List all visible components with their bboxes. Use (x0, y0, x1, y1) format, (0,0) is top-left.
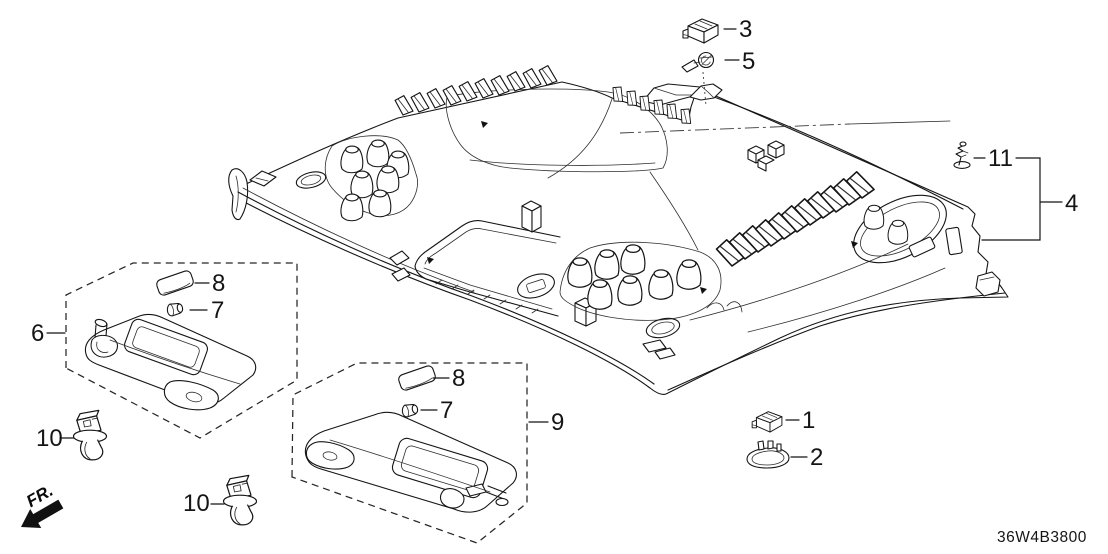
sun-visor-left-drawing (84, 313, 257, 411)
part-10-holder-left-drawing (72, 409, 108, 461)
fr-direction-arrow: FR. (21, 481, 64, 529)
callout-8b-label: 8 (452, 365, 465, 392)
callout-1-label: 1 (802, 407, 815, 434)
part-11-grommet-drawing (953, 141, 971, 169)
part-5-clip-drawing (681, 51, 715, 73)
callout-11-label: 11 (988, 145, 1013, 172)
part-5-locator-line (702, 71, 707, 107)
part-2-lamp-drawing (746, 440, 790, 469)
part-8-cap-left-drawing (154, 269, 196, 297)
callout-5-label: 5 (742, 48, 755, 75)
callout-8a-label: 8 (212, 270, 225, 297)
sun-visor-right-drawing (304, 411, 517, 513)
callout-7b-label: 7 (440, 397, 453, 424)
part-1-module-drawing (751, 411, 783, 433)
callout-9-label: 9 (551, 409, 564, 436)
callout-6-label: 6 (31, 320, 44, 347)
callout-10b-label: 10 (183, 490, 210, 517)
part-7-cap-right-drawing (400, 402, 420, 419)
part-10-holder-center-drawing (222, 474, 258, 526)
callout-3-label: 3 (739, 16, 752, 43)
part-8-cap-right-drawing (396, 364, 438, 392)
leader-lines (46, 28, 1063, 505)
headliner-panel-drawing (228, 63, 1009, 395)
callout-4-label: 4 (1065, 190, 1078, 217)
part-7-cap-left-drawing (165, 301, 185, 318)
part-3-module-drawing (682, 18, 719, 44)
callout-2-label: 2 (810, 444, 823, 471)
diagram-code: 36W4B3800 (997, 529, 1087, 546)
callout-labels: 3 5 11 4 6 8 7 10 8 7 9 10 1 2 (31, 16, 1078, 517)
callout-10a-label: 10 (36, 425, 63, 452)
visor-left-dashed-box (65, 262, 298, 439)
callout-7a-label: 7 (211, 297, 224, 324)
